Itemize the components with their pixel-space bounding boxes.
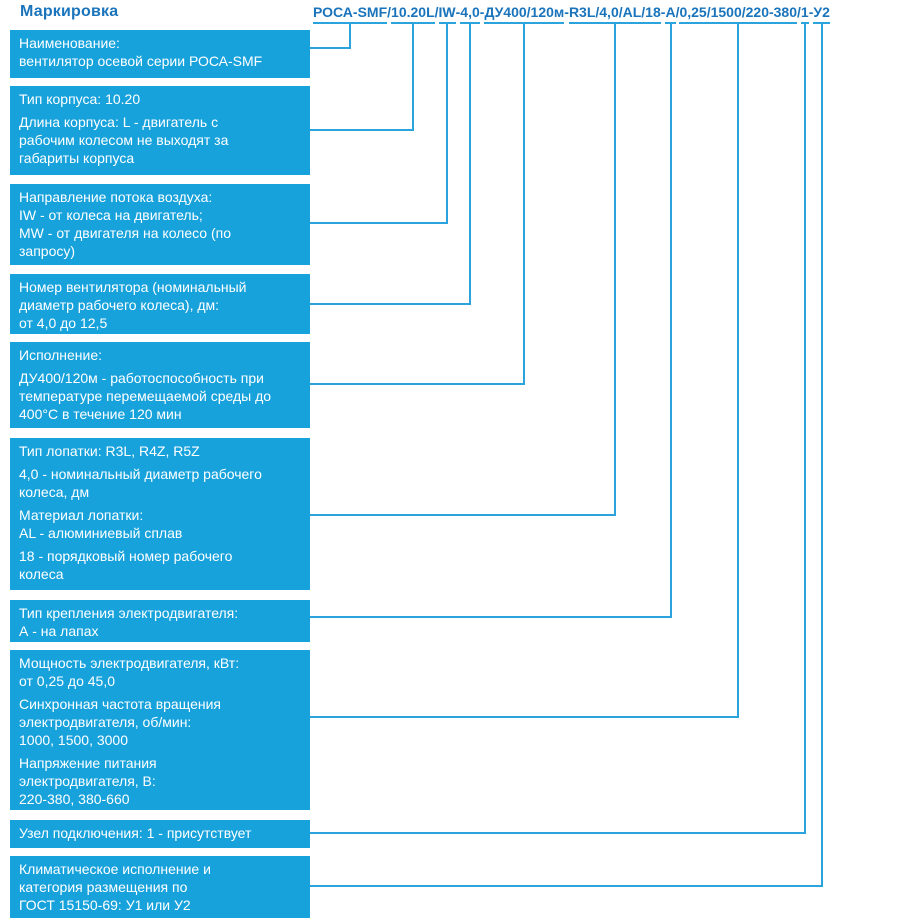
connector-vertical-motor [737,23,739,718]
connector-horizontal-airflow [310,222,448,224]
connector-vertical-climate [821,23,823,887]
connector-vertical-housing [412,23,414,131]
label-box-name: Наименование: вентилятор осевой серии РО… [10,30,310,78]
connector-horizontal-climate [310,885,823,887]
connector-vertical-mounting [670,23,672,618]
label-text: Напряжение питания электродвигателя, В: … [19,755,157,807]
connector-vertical-connection [804,23,806,834]
code-segment: 0,25/1500/220-380 [679,4,798,24]
label-box-blade: Тип лопатки: R3L, R4Z, R5Z 4,0 - номиналь… [10,438,310,590]
label-text: Наименование: вентилятор осевой серии РО… [19,35,263,69]
label-text: Тип крепления электродвигателя: А - на л… [19,605,239,639]
code-segment: 1 [800,4,809,24]
label-text: Узел подключения: 1 - присутствует [19,825,252,841]
code-separator: - [479,4,485,20]
connector-horizontal-housing [310,129,414,131]
marking-code: РОСА-SMF/10.20L/IW-4,0-ДУ400/120м-R3L/4,… [313,4,830,24]
label-box-size: Номер вентилятора (номинальный диаметр р… [10,274,310,334]
code-separator: - [660,4,666,20]
label-text: 4,0 - номинальный диаметр рабочего колес… [19,466,262,500]
code-separator: / [434,4,439,20]
label-text: 18 - порядковый номер рабочего колеса [19,548,233,582]
connector-horizontal-motor [310,716,739,718]
label-box-execution: Исполнение: ДУ400/120м - работоспособност… [10,342,310,428]
connector-horizontal-blade [310,514,616,516]
label-text: Исполнение: [19,347,103,363]
code-segment: 4,0 [460,4,480,24]
code-separator: - [808,4,814,20]
label-text: Направление потока воздуха: IW - от коле… [19,189,232,259]
label-box-motor: Мощность электродвигателя, кВт: от 0,25 … [10,650,310,810]
connector-horizontal-connection [310,832,806,834]
connector-vertical-blade [614,23,616,516]
label-box-mounting: Тип крепления электродвигателя: А - на л… [10,600,310,642]
label-text: Тип лопатки: R3L, R4Z, R5Z [19,443,200,459]
connector-horizontal-name [310,47,351,49]
code-segment: ДУ400/120м [484,4,565,24]
connector-vertical-execution [523,23,525,385]
code-segment: IW [438,4,456,24]
code-separator: / [675,4,680,20]
code-separator: - [455,4,461,20]
connector-horizontal-execution [310,383,525,385]
label-box-climate: Климатическое исполнение и категория раз… [10,856,310,918]
code-segment: У2 [813,4,830,24]
page-title: Маркировка [20,3,119,20]
code-segment: А [665,4,676,24]
code-segment: 10.20L [391,4,435,24]
connector-horizontal-size [310,303,471,305]
label-text: Тип корпуса: 10.20 [19,91,141,107]
connector-vertical-name [349,23,351,49]
label-text: Климатическое исполнение и категория раз… [19,861,211,913]
label-text: Длина корпуса: L - двигатель с рабочим к… [19,114,229,166]
label-text: Материал лопатки: AL - алюминиевый сплав [19,507,183,541]
code-separator: / [387,4,392,20]
label-box-airflow: Направление потока воздуха: IW - от коле… [10,184,310,265]
code-segment: R3L/4,0/AL/18 [568,4,661,24]
label-text: Номер вентилятора (номинальный диаметр р… [19,279,247,331]
connector-vertical-airflow [446,23,448,224]
label-text: Синхронная частота вращения электродвига… [19,696,221,748]
label-text: ДУ400/120м - работоспособность при темпе… [19,370,272,422]
connector-vertical-size [469,23,471,305]
label-text: Мощность электродвигателя, кВт: от 0,25 … [19,655,240,689]
code-segment: РОСА-SMF [313,4,388,24]
code-separator: / [797,4,801,20]
label-box-connection: Узел подключения: 1 - присутствует [10,820,310,848]
code-separator: - [564,4,569,20]
connector-horizontal-mounting [310,616,672,618]
